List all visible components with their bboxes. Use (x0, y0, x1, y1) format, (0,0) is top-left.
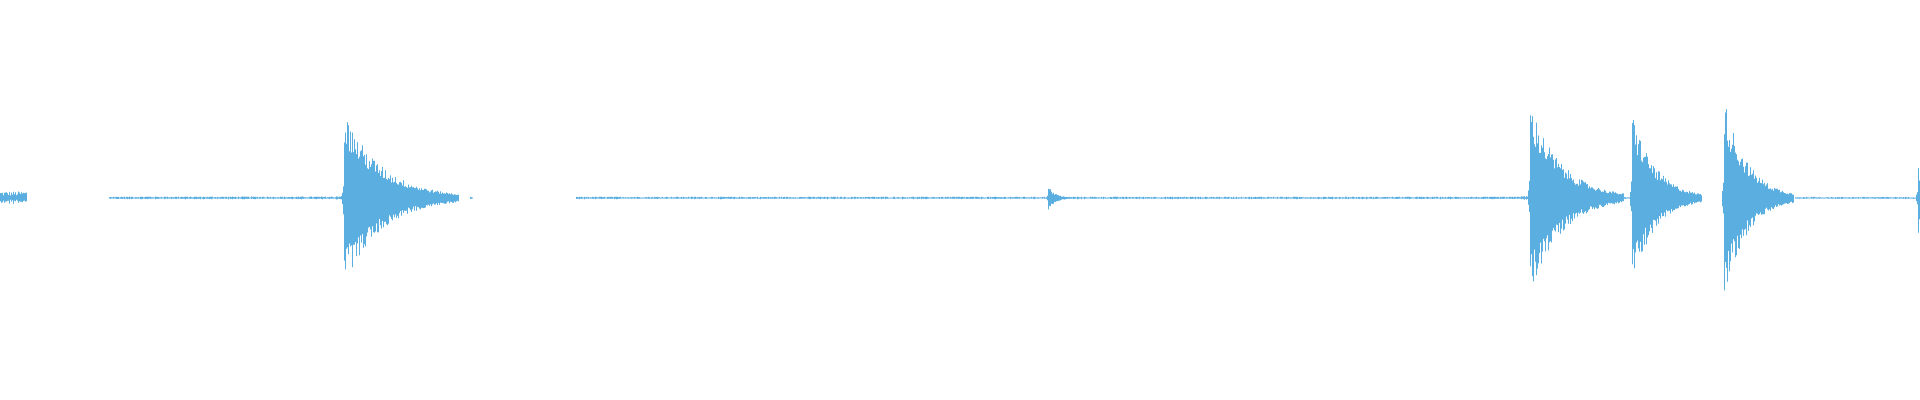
waveform-trace (0, 109, 1920, 291)
waveform-path (0, 109, 1920, 291)
